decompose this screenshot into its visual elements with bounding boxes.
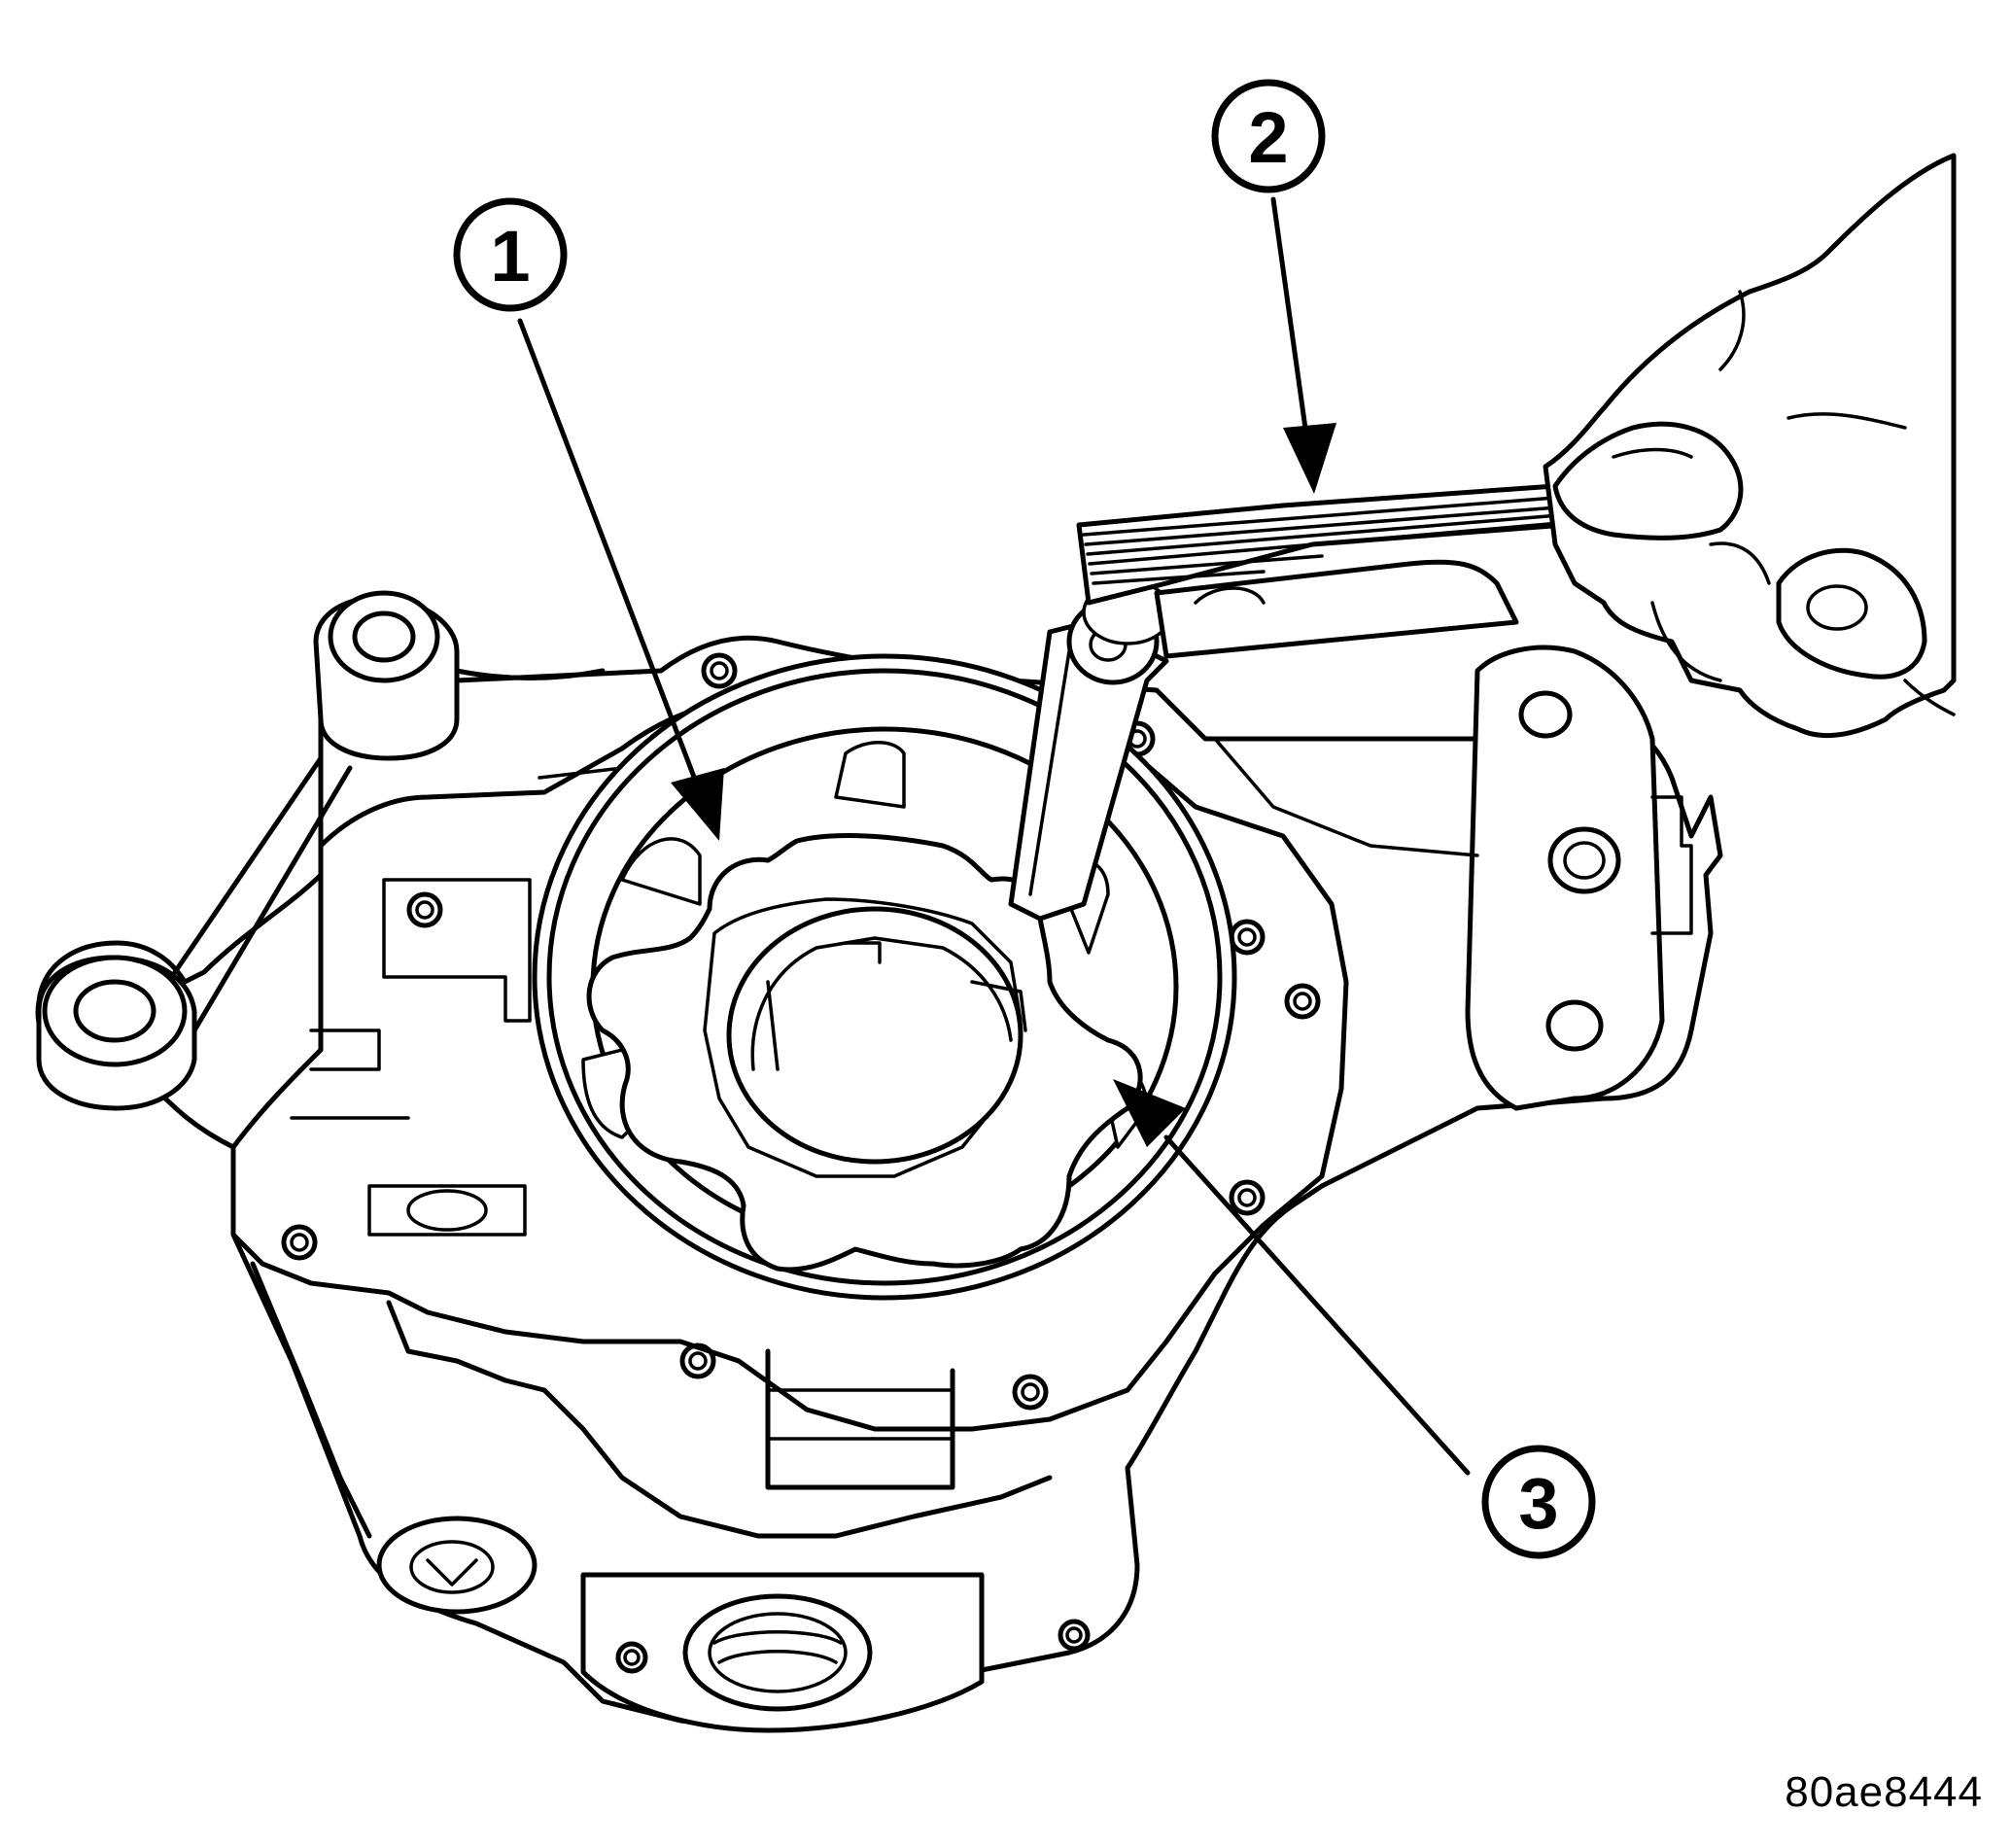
arrowhead-1 (671, 768, 724, 841)
callout-3: 3 (1481, 1445, 1596, 1559)
callout-arrows (517, 196, 1471, 1476)
callout-1-number: 1 (490, 216, 530, 296)
figure-id-label: 80ae8444 (1785, 1768, 1983, 1816)
inner-rotor (586, 833, 1143, 1273)
callout-1-circle-icon (453, 197, 568, 312)
feeler-gauge (1008, 483, 1568, 922)
bolt-holes (281, 652, 1321, 1674)
arrowhead-3 (1113, 1079, 1186, 1147)
callout-2-circle-icon (1211, 79, 1326, 193)
callout-1: 1 (453, 197, 568, 312)
technician-hand (1543, 153, 1957, 739)
callout-2-number: 2 (1248, 97, 1288, 178)
callout-3-number: 3 (1518, 1463, 1558, 1544)
callout-3-circle-icon (1481, 1445, 1596, 1559)
callout-2: 2 (1211, 79, 1326, 193)
arrowhead-2 (1283, 423, 1336, 494)
